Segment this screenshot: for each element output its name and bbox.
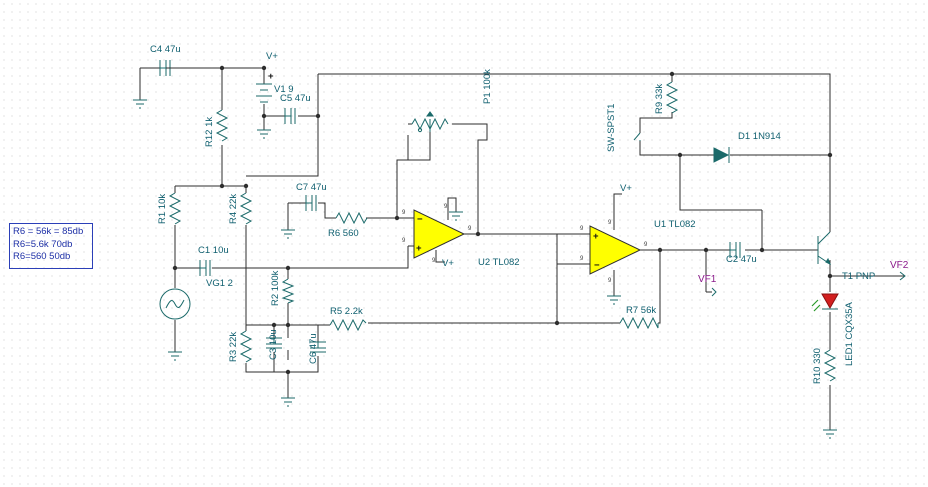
ground-c4 (133, 99, 147, 109)
capacitor-c3[interactable] (266, 337, 282, 349)
label-r2: R2 100k (270, 270, 281, 306)
capacitor-c4[interactable] (159, 60, 175, 76)
label-r3: R3 22k (228, 332, 239, 362)
switch-sw-spst1[interactable] (633, 132, 641, 141)
label-c3: C3 10u (268, 329, 279, 360)
note-line: R6=560 50db (13, 251, 71, 262)
led-led1[interactable] (811, 293, 839, 312)
wires (139, 67, 905, 430)
label-led1: LED1 CQX35A (844, 301, 855, 366)
svg-text:9: 9 (402, 210, 406, 216)
resistor-r6[interactable] (335, 211, 368, 225)
signal-source-vg1[interactable] (159, 288, 191, 320)
label-u1: U1 TL082 (654, 219, 696, 230)
label-vf2: VF2 (890, 260, 909, 271)
note-line: R6 = 56k = 85db (13, 226, 84, 237)
label-c2: C2 47u (726, 254, 757, 265)
battery-plus-sign: + (268, 71, 274, 82)
resistor-r12[interactable] (215, 109, 229, 142)
label-c4: C4 47u (150, 44, 181, 55)
label-r6: R6 560 (328, 228, 359, 239)
label-c5: C5 47u (280, 93, 311, 104)
capacitor-c1[interactable] (199, 260, 211, 276)
label-r1: R1 10k (157, 194, 168, 224)
note-line: R6=5.6k 70db (13, 238, 73, 250)
label-t1: T1 PNP (842, 271, 875, 282)
label-u2: U2 TL082 (478, 257, 520, 268)
resistor-r3[interactable] (239, 330, 253, 363)
svg-text:9: 9 (608, 220, 612, 226)
svg-text:+: + (593, 231, 599, 242)
label-r12: R12 1k (204, 117, 215, 147)
resistor-r2[interactable] (281, 278, 295, 304)
label-d1: D1 1N914 (738, 131, 781, 142)
svg-text:9: 9 (580, 226, 584, 232)
ground-u1 (607, 295, 621, 305)
probe-vf2[interactable] (899, 271, 906, 281)
ground-vg1 (168, 351, 182, 361)
ground-divider (281, 397, 295, 407)
resistor-r9[interactable] (665, 81, 679, 114)
svg-text:9: 9 (432, 258, 436, 264)
svg-text:+: + (416, 243, 422, 254)
label-vplus-u2: V+ (442, 258, 454, 269)
label-r4: R4 22k (228, 194, 239, 224)
resistor-r5[interactable] (329, 318, 367, 332)
r6-gain-note: R6 = 56k = 85db R6=5.6k 70db R6=560 50db (9, 223, 93, 269)
opamp-u1[interactable]: + − 9 9 9 9 9 (580, 220, 648, 284)
diode-d1[interactable] (713, 147, 730, 163)
resistor-r4[interactable] (239, 192, 253, 225)
transistor-t1[interactable] (817, 228, 831, 266)
label-c7: C7 47u (296, 182, 327, 193)
label-vplus-top: V+ (266, 51, 278, 62)
svg-text:9: 9 (580, 256, 584, 262)
battery-v1[interactable] (256, 83, 272, 103)
ground-v1 (257, 129, 271, 139)
label-r5: R5 2.2k (330, 306, 363, 317)
label-c6: C6 47u (308, 333, 319, 364)
label-p1: P1 100k (482, 69, 493, 104)
label-r9: R9 33k (654, 84, 665, 114)
svg-text:9: 9 (608, 278, 612, 284)
capacitor-c6[interactable] (310, 341, 326, 353)
label-sw: SW-SPST1 (606, 104, 617, 152)
label-vg1: VG1 2 (206, 278, 233, 289)
svg-text:9: 9 (468, 226, 472, 232)
label-vplus-u1: V+ (620, 183, 632, 194)
potentiometer-p1[interactable] (411, 111, 449, 133)
label-r10: R10 330 (812, 348, 823, 384)
svg-text:−: − (594, 260, 600, 271)
resistor-r10[interactable] (823, 349, 837, 382)
svg-text:9: 9 (444, 204, 448, 210)
svg-text:9: 9 (402, 238, 406, 244)
resistor-r1[interactable] (168, 192, 182, 225)
label-v1: V1 9 (274, 84, 294, 95)
capacitor-c2[interactable] (729, 242, 741, 258)
label-r7: R7 56k (626, 305, 656, 316)
junctions (172, 65, 833, 375)
label-vf1: VF1 (698, 274, 717, 285)
resistor-r7[interactable] (619, 316, 659, 330)
ground-r10 (823, 429, 837, 439)
opamp-u2[interactable]: − + 9 9 9 9 9 (402, 204, 472, 264)
ground-u2 (449, 211, 463, 221)
svg-text:−: − (417, 214, 423, 225)
capacitor-c7[interactable] (305, 195, 317, 211)
ground-c7 (281, 229, 295, 239)
probe-vf1[interactable] (711, 287, 717, 297)
label-c1: C1 10u (198, 245, 229, 256)
svg-text:9: 9 (644, 242, 648, 248)
capacitor-c5[interactable] (284, 108, 296, 124)
